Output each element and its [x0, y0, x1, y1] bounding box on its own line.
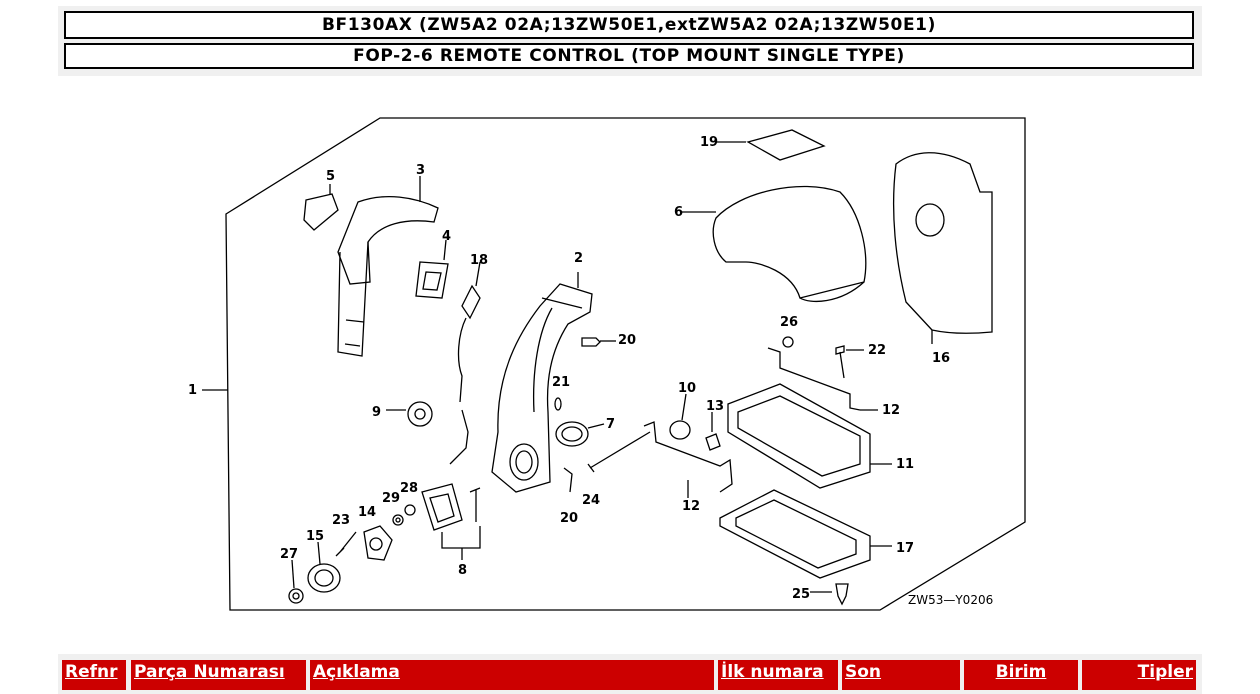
callout-29: 29 [382, 491, 400, 506]
column-first-number[interactable]: İlk numara [718, 660, 838, 690]
callout-28: 28 [400, 481, 418, 496]
column-last[interactable]: Son [842, 660, 960, 690]
callout-13: 13 [706, 399, 724, 414]
part-20-lower [563, 467, 573, 493]
callout-11: 11 [896, 457, 914, 472]
callout-4: 4 [442, 229, 451, 244]
column-types[interactable]: Tipler [1082, 660, 1196, 690]
callout-26: 26 [780, 315, 798, 330]
part-29 [392, 514, 404, 526]
callout-10: 10 [678, 381, 696, 396]
part-3 [337, 195, 439, 285]
diagram-frame [225, 117, 1026, 611]
part-17 [719, 489, 871, 579]
callout-14: 14 [358, 505, 376, 520]
part-5 [303, 193, 339, 231]
callout-9: 9 [372, 405, 381, 420]
parts-diagram: 1 2 3 4 5 6 7 8 9 10 11 12 12 13 14 15 1… [188, 117, 1026, 611]
model-title: BF130AX (ZW5A2 02A;13ZW50E1,extZW5A2 02A… [64, 11, 1194, 39]
column-refnr[interactable]: Refnr [62, 660, 126, 690]
callout-7: 7 [606, 417, 615, 432]
callout-20b: 20 [560, 511, 578, 526]
part-22 [835, 345, 845, 379]
column-unit[interactable]: Birim [964, 660, 1078, 690]
callout-15: 15 [306, 529, 324, 544]
part-2 [491, 283, 593, 493]
callout-22: 22 [868, 343, 886, 358]
part-26 [782, 336, 794, 348]
part-4 [415, 261, 449, 299]
part-7 [555, 421, 589, 447]
part-27 [288, 588, 304, 604]
part-25 [835, 583, 849, 606]
callout-12b: 12 [682, 499, 700, 514]
part-24 [587, 431, 651, 473]
part-8 [421, 483, 463, 531]
callout-16: 16 [932, 351, 950, 366]
callout-18: 18 [470, 253, 488, 268]
part-28 [404, 504, 416, 516]
callout-27: 27 [280, 547, 298, 562]
callout-8: 8 [458, 563, 467, 578]
part-21 [554, 397, 562, 411]
column-description[interactable]: Açıklama [310, 660, 714, 690]
part-12-lower [643, 421, 733, 493]
callout-20a: 20 [618, 333, 636, 348]
part-10 [669, 420, 691, 440]
column-part-number[interactable]: Parça Numarası [131, 660, 306, 690]
section-title: FOP-2-6 REMOTE CONTROL (TOP MOUNT SINGLE… [64, 43, 1194, 69]
callout-19: 19 [700, 135, 718, 150]
part-6 [712, 185, 867, 299]
part-19 [746, 129, 826, 161]
callout-labels: 1 2 3 4 5 6 7 8 9 10 11 12 12 13 14 15 1… [188, 135, 950, 602]
part-15 [307, 563, 341, 593]
callout-3: 3 [416, 163, 425, 178]
diagram-code: ZW53—Y0206 [908, 593, 993, 607]
callout-23: 23 [332, 513, 350, 528]
callout-17: 17 [896, 541, 914, 556]
part-18 [461, 284, 481, 320]
part-11 [727, 383, 871, 489]
part-20-upper [581, 337, 601, 347]
part-16 [892, 152, 993, 334]
callout-1: 1 [188, 383, 197, 398]
callout-6: 6 [674, 205, 683, 220]
callout-24: 24 [582, 493, 600, 508]
callout-21: 21 [552, 375, 570, 390]
callout-25: 25 [792, 587, 810, 602]
callout-12a: 12 [882, 403, 900, 418]
callout-2: 2 [574, 251, 583, 266]
part-12-upper [767, 347, 861, 411]
part-14 [363, 525, 393, 561]
part-13 [705, 433, 721, 451]
part-9 [407, 401, 433, 427]
callout-5: 5 [326, 169, 335, 184]
part-23 [335, 531, 357, 557]
